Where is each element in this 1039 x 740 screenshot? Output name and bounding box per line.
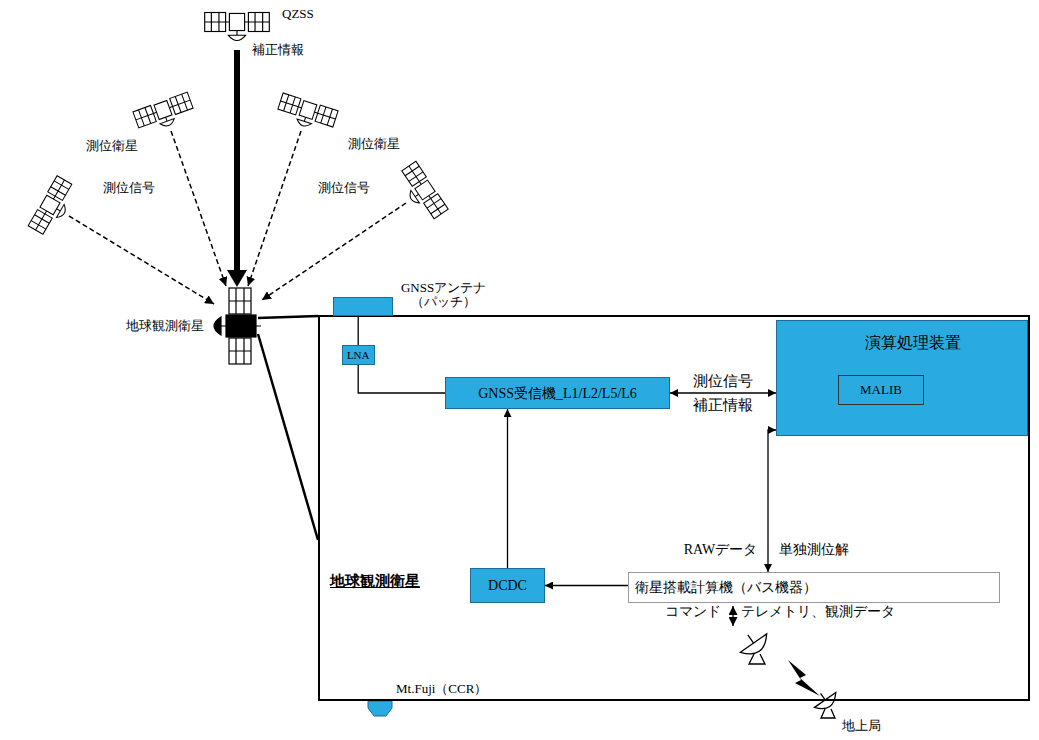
signal-arrow [69, 131, 406, 304]
connector [507, 409, 508, 568]
edge-label: RAWデータ 単独測位解 [684, 542, 849, 558]
node-label: GNSSアンテナ （パッチ） [396, 281, 491, 309]
gnss-antenna: GNSSアンテナ （パッチ） [333, 297, 393, 316]
lna-box: LNA [342, 345, 375, 365]
positioning-satellite [28, 176, 79, 239]
node-label: 演算処理装置 [865, 333, 961, 352]
node-label: GNSS受信機_L1/L2/L5/L6 [478, 385, 637, 402]
connector [545, 585, 628, 586]
annotation: コマンド [665, 604, 721, 620]
ground-dish [814, 692, 840, 713]
satellite-dish [748, 635, 754, 643]
annotation: テレメトリ、観測データ [741, 604, 895, 620]
edge-label: 測位信号 補正情報 [685, 369, 761, 417]
zoom-line [258, 316, 318, 540]
node-label: DCDC [488, 577, 527, 594]
ground-dish [810, 686, 840, 718]
ground-dish [821, 693, 826, 700]
signal-arrow [171, 131, 226, 286]
annotation: 地上局 [842, 718, 881, 734]
comm-arrow [732, 606, 733, 626]
annotation: 測位信号 [318, 180, 370, 196]
annotation: 測位衛星 [86, 138, 138, 154]
annotation: 測位衛星 [348, 136, 400, 152]
positioning-satellite [133, 92, 196, 135]
satellite-dish [740, 634, 772, 661]
annotation: 地球観測衛星 [126, 318, 204, 334]
connector [358, 316, 359, 345]
connector [670, 392, 776, 393]
annotation: Mt.Fuji（CCR） [396, 681, 487, 697]
satellite-dish [735, 626, 773, 664]
node-label: 衛星搭載計算機（バス機器） [635, 579, 817, 596]
connector [358, 365, 445, 393]
ccr-reflector [368, 701, 392, 716]
observation-satellite [229, 288, 251, 314]
correction-arrow [227, 50, 247, 287]
annotation: QZSS [282, 6, 314, 22]
annotation: 測位信号 [103, 180, 155, 196]
signal-arrow [248, 131, 301, 286]
processor-box: MALIB 演算処理装置 [776, 320, 1028, 436]
malib-box: MALIB [838, 375, 924, 405]
observation-satellite [229, 338, 251, 364]
observation-satellite [214, 288, 261, 364]
annotation: 補正情報 [252, 42, 304, 58]
ground-dish [821, 709, 835, 718]
node-label: MALIB [860, 382, 902, 398]
observation-satellite [214, 317, 221, 335]
signal-arrow [69, 216, 214, 304]
signal-arrow [262, 203, 406, 300]
qzss-satellite [205, 13, 270, 41]
observation-satellite [229, 338, 251, 364]
correction-arrow [227, 270, 247, 287]
computer-box: 衛星搭載計算機（バス機器） [628, 572, 1000, 603]
satellite-body: GNSSアンテナ （パッチ）LNAGNSS受信機_L1/L2/L5/L6MALI… [318, 315, 1030, 701]
positioning-satellite [395, 161, 448, 223]
positioning-satellite [275, 93, 338, 135]
observation-satellite [221, 325, 261, 326]
node-label: 地球観測衛星 [330, 572, 420, 590]
node-label: LNA [347, 349, 370, 362]
satellite-dish [749, 654, 765, 664]
observation-satellite [229, 288, 251, 314]
observation-satellite [226, 315, 256, 337]
lightning [788, 660, 820, 696]
dcdc-box: DCDC [470, 568, 545, 603]
receiver-box: GNSS受信機_L1/L2/L5/L6 [445, 377, 670, 409]
correction-arrow [234, 50, 240, 272]
